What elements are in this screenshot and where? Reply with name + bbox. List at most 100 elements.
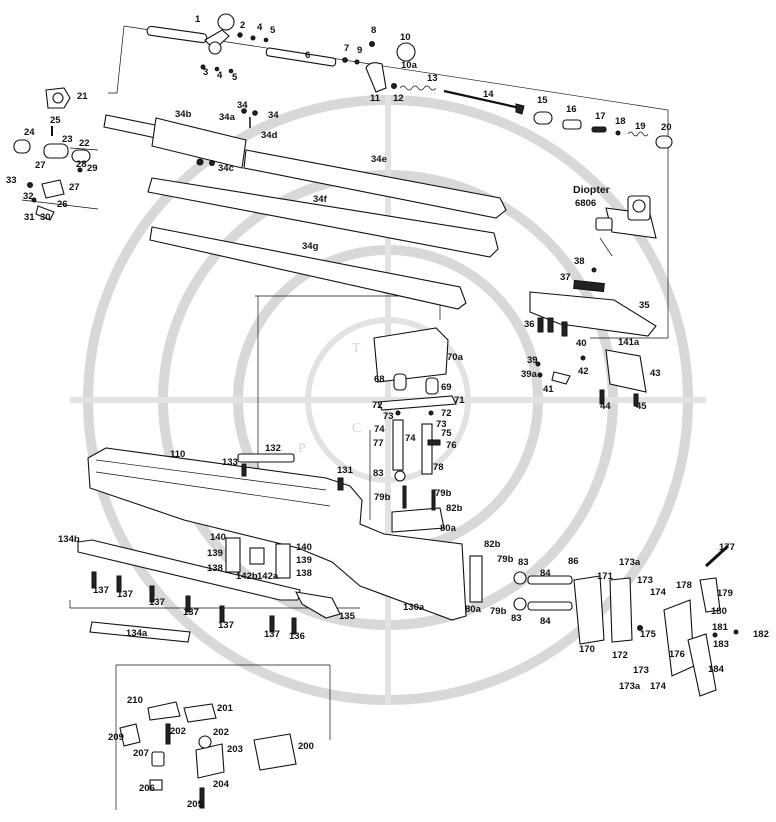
part-label-p4a: 4 xyxy=(257,22,263,33)
part-label-p82b1: 82b xyxy=(446,503,463,514)
part-label-p137a: 137 xyxy=(93,585,109,596)
part-label-p34a: 34a xyxy=(219,112,236,123)
part-label-p27b: 27 xyxy=(69,182,80,193)
part-label-p173a2: 173a xyxy=(619,681,641,692)
part-label-p34a2: 34 xyxy=(268,110,279,121)
part-label-p132: 132 xyxy=(265,443,281,454)
part-label-p182: 182 xyxy=(753,629,769,640)
part-label-p74b: 74 xyxy=(405,433,416,444)
part-label-p184: 184 xyxy=(708,664,725,675)
part-label-p207: 207 xyxy=(133,748,149,759)
part-label-p15: 15 xyxy=(537,95,548,106)
part-label-p170: 170 xyxy=(579,644,595,655)
part-label-p79b1: 79b xyxy=(374,492,391,503)
part-label-p41: 41 xyxy=(543,384,554,395)
part-label-p200: 200 xyxy=(298,741,314,752)
part-label-p39a: 39a xyxy=(521,369,538,380)
trigger-guard-plate xyxy=(77,537,341,643)
part-label-p173a1: 173a xyxy=(619,557,641,568)
part-label-p31: 31 xyxy=(24,212,35,223)
part-label-p5b: 5 xyxy=(232,72,238,83)
part-label-p34g: 34g xyxy=(302,241,319,252)
part-label-p5a: 5 xyxy=(270,25,276,36)
part-label-p83b: 83 xyxy=(518,557,529,568)
part-label-p32: 32 xyxy=(23,191,34,202)
part-label-p42: 42 xyxy=(578,366,589,377)
part-label-p74a: 74 xyxy=(374,424,385,435)
part-label-p137b: 137 xyxy=(117,589,133,600)
part-label-p37: 37 xyxy=(560,272,571,283)
part-label-p27a: 27 xyxy=(35,160,46,171)
part-label-p138b: 138 xyxy=(296,568,312,579)
part-label-p72b: 72 xyxy=(441,408,452,419)
part-label-p34b: 34b xyxy=(175,109,192,120)
part-label-p45: 45 xyxy=(636,401,647,412)
part-label-p209: 209 xyxy=(108,732,124,743)
part-label-p34a1: 34 xyxy=(237,100,248,111)
part-label-p79b2: 79b xyxy=(435,488,452,499)
part-label-p130a: 130a xyxy=(403,602,425,613)
part-label-p140b: 140 xyxy=(296,542,312,553)
part-label-p203: 203 xyxy=(227,744,243,755)
part-label-p23: 23 xyxy=(62,134,73,145)
part-label-p34d: 34d xyxy=(261,130,278,141)
watermark-letter-2: C xyxy=(352,421,367,436)
part-label-p180: 180 xyxy=(711,606,727,617)
part-label-p18: 18 xyxy=(615,116,626,127)
part-label-p24: 24 xyxy=(24,127,35,138)
part-label-p6806: 6806 xyxy=(575,198,596,209)
part-label-p38: 38 xyxy=(574,256,585,267)
part-label-p181: 181 xyxy=(712,622,729,633)
part-label-p68: 68 xyxy=(374,374,385,385)
front-sight-parts xyxy=(13,87,91,221)
part-label-p40: 40 xyxy=(576,338,587,349)
part-label-p174b: 174 xyxy=(650,681,667,692)
part-label-p172: 172 xyxy=(612,650,628,661)
watermark-letter-1: T xyxy=(352,341,367,356)
part-label-p4b: 4 xyxy=(217,70,223,81)
part-label-p44: 44 xyxy=(600,401,611,412)
part-label-p173b: 173 xyxy=(637,575,653,586)
watermark-letter-3: P xyxy=(298,441,312,456)
handstop-parts xyxy=(119,701,297,809)
part-label-p202a: 202 xyxy=(170,726,186,737)
part-label-p135: 135 xyxy=(339,611,356,622)
part-label-p33: 33 xyxy=(6,175,17,186)
part-label-p9: 9 xyxy=(357,45,362,56)
part-label-p86: 86 xyxy=(568,556,579,567)
part-label-p176: 176 xyxy=(669,649,685,660)
part-label-p134b: 134b xyxy=(58,534,80,545)
part-label-p171: 171 xyxy=(597,571,614,582)
part-label-p138a: 138 xyxy=(207,563,223,574)
part-label-p82b2: 82b xyxy=(484,539,501,550)
diopter-sight xyxy=(595,195,657,257)
part-label-p73b: 73 xyxy=(436,419,447,430)
barrel-assembly xyxy=(103,108,507,310)
part-label-p72a: 72 xyxy=(372,400,383,411)
part-label-p75: 75 xyxy=(441,428,452,439)
part-label-p17: 17 xyxy=(595,111,606,122)
part-label-p178: 178 xyxy=(676,580,692,591)
part-label-p20: 20 xyxy=(661,122,672,133)
part-label-p174a: 174 xyxy=(650,587,667,598)
part-label-p76: 76 xyxy=(446,440,457,451)
part-label-p137f: 137 xyxy=(264,629,280,640)
part-label-p79b3: 79b xyxy=(497,554,514,565)
part-label-pDiopter: Diopter xyxy=(573,184,610,196)
part-label-p183: 183 xyxy=(713,639,729,650)
part-label-p28: 28 xyxy=(76,159,87,170)
part-label-p43: 43 xyxy=(650,368,661,379)
part-label-p25: 25 xyxy=(50,115,61,126)
part-label-p36: 36 xyxy=(524,319,535,330)
part-label-p11: 11 xyxy=(370,93,381,104)
part-label-p210: 210 xyxy=(127,695,143,706)
part-label-p14: 14 xyxy=(483,89,494,100)
part-label-p2: 2 xyxy=(240,20,245,31)
part-label-p80a2: 80a xyxy=(465,604,482,615)
part-label-p110: 110 xyxy=(170,449,185,460)
part-label-p29: 29 xyxy=(87,163,98,174)
part-label-p202b: 202 xyxy=(213,727,229,738)
part-label-p83c: 83 xyxy=(511,613,522,624)
part-label-p77: 77 xyxy=(373,438,384,449)
